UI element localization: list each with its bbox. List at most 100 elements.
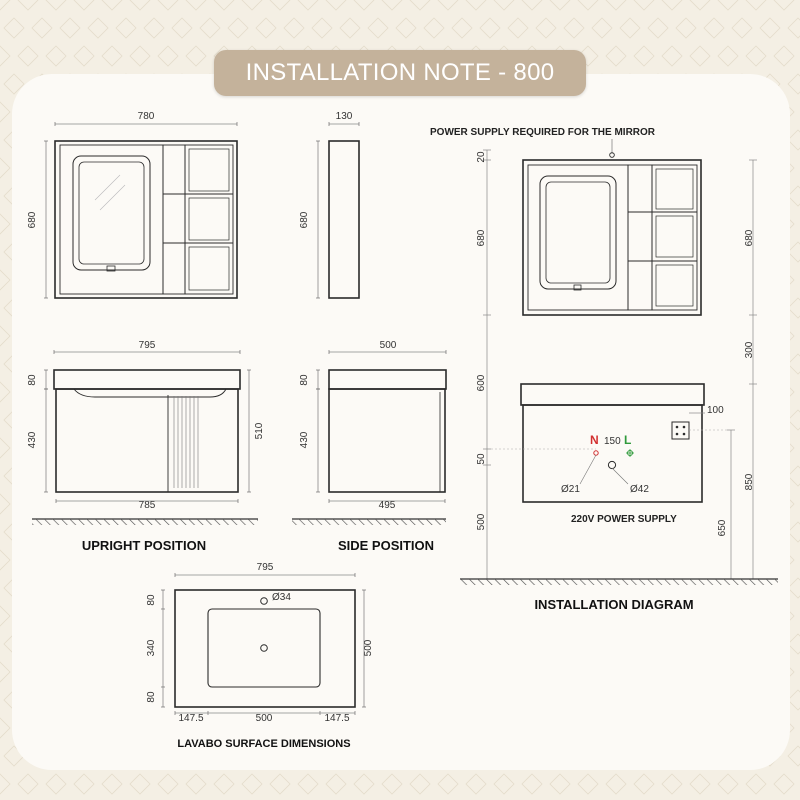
cabinet-top-width-label: 795: [139, 340, 156, 351]
pattern-diamond: [633, 773, 655, 795]
pattern-diamond: [717, 773, 739, 795]
pattern-diamond: [395, 17, 417, 39]
pattern-diamond: [773, 45, 795, 67]
pattern-diamond: [661, 0, 683, 11]
pattern-diamond: [157, 0, 179, 11]
pattern-diamond: [381, 0, 403, 11]
power-socket: [671, 421, 690, 440]
pattern-diamond: [171, 17, 193, 39]
pattern-diamond: [157, 773, 179, 795]
pattern-diamond: [437, 0, 459, 11]
pattern-diamond: [199, 17, 221, 39]
pattern-diamond: [213, 0, 235, 11]
pattern-diamond: [353, 0, 375, 11]
pattern-diamond: [115, 17, 137, 39]
cabinet-top-height-label: 80: [27, 374, 38, 386]
pattern-diamond: [787, 745, 800, 767]
lavabo-v-dim-0: 80: [146, 594, 157, 606]
pattern-diamond: [745, 45, 767, 67]
pattern-diamond: [633, 0, 655, 11]
lavabo-h-dim-1: 500: [256, 713, 273, 724]
pattern-diamond: [703, 17, 725, 39]
pattern-diamond: [3, 73, 25, 95]
pattern-diamond: [0, 661, 11, 683]
pattern-diamond: [493, 773, 515, 795]
install-dim-left-3: 50: [476, 453, 487, 465]
pattern-diamond: [45, 45, 67, 67]
side-top-depth-label: 500: [380, 340, 397, 351]
cabinet-body-height-label: 430: [27, 431, 38, 448]
pattern-diamond: [297, 0, 319, 11]
pattern-diamond: [549, 0, 571, 11]
pattern-diamond: [0, 269, 11, 291]
pattern-diamond: [787, 465, 800, 487]
caption-side: SIDE POSITION: [338, 538, 434, 553]
mirror-side-height-label: 680: [299, 211, 310, 228]
pattern-diamond: [0, 493, 11, 515]
wire-spacing-label: 150: [604, 436, 621, 447]
pattern-diamond: [241, 0, 263, 11]
install-dim-left-1: 680: [476, 229, 487, 246]
pattern-diamond: [689, 45, 711, 67]
pattern-diamond: [633, 45, 655, 67]
pattern-diamond: [185, 45, 207, 67]
pattern-diamond: [17, 45, 39, 67]
pattern-diamond: [353, 773, 375, 795]
pattern-diamond: [73, 45, 95, 67]
pattern-diamond: [325, 773, 347, 795]
pattern-diamond: [675, 17, 697, 39]
pattern-diamond: [129, 45, 151, 67]
pattern-diamond: [381, 773, 403, 795]
live-marker: L: [624, 433, 631, 447]
pattern-diamond: [787, 521, 800, 543]
cabinet-front-view: 795 80 430 510 785 UPRIGHT POSITION: [27, 340, 265, 553]
pattern-diamond: [521, 0, 543, 11]
pattern-diamond: [0, 773, 11, 795]
side-top-height-label: 80: [299, 374, 310, 386]
pattern-diamond: [101, 773, 123, 795]
page-title: INSTALLATION NOTE - 800: [214, 50, 586, 96]
install-dim-right-3: 650: [717, 519, 728, 536]
caption-lavabo: LAVABO SURFACE DIMENSIONS: [177, 738, 350, 750]
pattern-diamond: [269, 0, 291, 11]
pattern-diamond: [605, 45, 627, 67]
pattern-diamond: [717, 0, 739, 11]
cabinet-total-height-label: 510: [254, 422, 265, 439]
pattern-diamond: [0, 605, 11, 627]
pattern-diamond: [367, 17, 389, 39]
pattern-diamond: [535, 17, 557, 39]
pattern-diamond: [619, 17, 641, 39]
lavabo-v-dim-2: 80: [146, 691, 157, 703]
pattern-diamond: [591, 17, 613, 39]
pattern-diamond: [311, 17, 333, 39]
pattern-diamond: [451, 17, 473, 39]
pattern-diamond: [0, 45, 11, 67]
pattern-diamond: [0, 101, 11, 123]
pattern-diamond: [689, 0, 711, 11]
pattern-diamond: [213, 773, 235, 795]
pattern-diamond: [465, 0, 487, 11]
pattern-diamond: [129, 0, 151, 11]
pattern-diamond: [409, 0, 431, 11]
pattern-diamond: [0, 325, 11, 347]
pattern-diamond: [787, 17, 800, 39]
pattern-diamond: [59, 17, 81, 39]
pattern-diamond: [745, 773, 767, 795]
mirror-depth-label: 130: [336, 111, 353, 122]
cabinet-bottom-width-label: 785: [139, 500, 156, 511]
hole-large-label: Ø42: [630, 484, 649, 495]
cabinet-side-view: 500 80 430 495 SIDE POSITION: [292, 340, 447, 553]
mirror-height-label: 680: [27, 211, 38, 228]
pattern-diamond: [73, 0, 95, 11]
caption-upright: UPRIGHT POSITION: [82, 538, 206, 553]
lavabo-depth-label: 500: [363, 639, 374, 656]
installation-diagram: POWER SUPPLY REQUIRED FOR THE MIRROR 100…: [430, 127, 778, 612]
caption-installation: INSTALLATION DIAGRAM: [534, 597, 693, 612]
pattern-diamond: [745, 0, 767, 11]
pattern-diamond: [787, 633, 800, 655]
lavabo-top-view: 795 Ø34 500 80 340 80 147.5 500 147.5 LA…: [146, 562, 374, 750]
pattern-diamond: [787, 297, 800, 319]
side-body-height-label: 430: [299, 431, 310, 448]
pattern-diamond: [0, 717, 11, 739]
